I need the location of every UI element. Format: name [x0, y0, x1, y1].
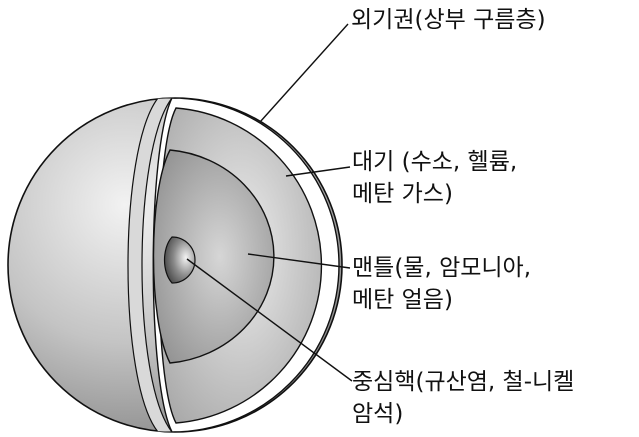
cut-edge-rim — [127, 98, 174, 432]
mantle-label-line2: 메탄 얼음) — [352, 287, 453, 313]
atmosphere-label-line2: 메탄 가스) — [352, 181, 453, 207]
core-label-line2: 암석) — [352, 401, 404, 427]
mantle-layer — [152, 149, 275, 364]
core-label-line1: 중심핵(규산염, 철-니켈 — [352, 369, 575, 395]
exosphere-leader-line — [259, 23, 349, 123]
core-leader-line — [186, 258, 353, 382]
atmosphere-label-line1: 대기 (수소, 헬륨, — [352, 149, 518, 175]
core — [163, 236, 196, 284]
mantle-label-line1: 맨틀(물, 암모니아, — [352, 255, 532, 281]
mantle-leader-line — [247, 253, 351, 269]
atmosphere-leader-line — [285, 166, 351, 177]
exosphere-label: 외기권(상부 구름층) — [351, 7, 546, 33]
